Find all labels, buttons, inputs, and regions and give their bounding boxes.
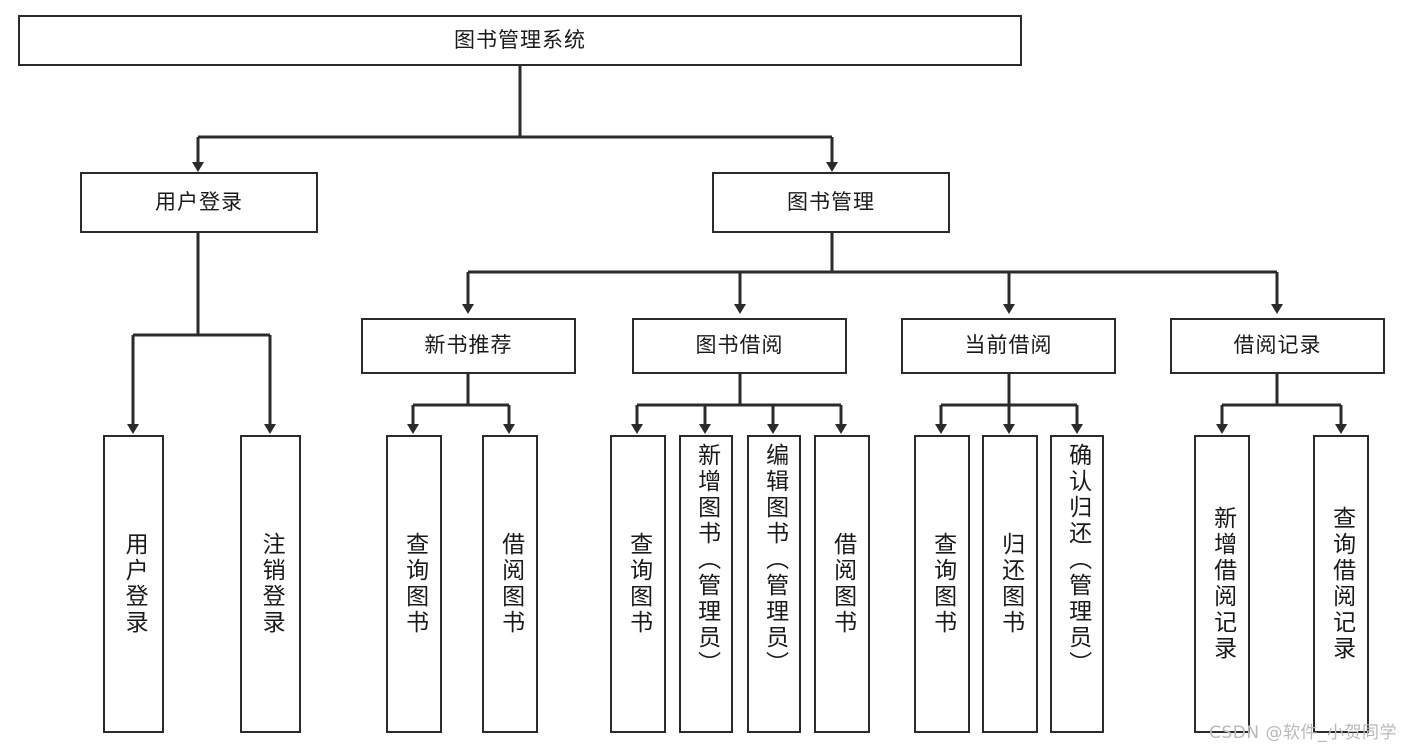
node-label: 新书推荐 [424, 333, 513, 358]
leaf-book-borrow-query-book[interactable]: 查询图书 [610, 435, 666, 733]
node-label: 查询图书 [929, 532, 956, 636]
node-label: 当前借阅 [964, 333, 1053, 358]
node-book-borrow[interactable]: 图书借阅 [632, 318, 847, 374]
node-book-management[interactable]: 图书管理 [712, 172, 950, 233]
node-label: 确认归还（管理员） [1064, 443, 1091, 677]
leaf-current-borrow-return-book[interactable]: 归还图书 [982, 435, 1038, 733]
leaf-book-borrow-borrow-book[interactable]: 借阅图书 [814, 435, 870, 733]
node-current-borrow[interactable]: 当前借阅 [901, 318, 1116, 374]
node-label: 编辑图书（管理员） [761, 443, 788, 677]
node-label: 借阅图书 [829, 532, 856, 636]
node-label: 用户登录 [155, 189, 243, 214]
node-user-login[interactable]: 用户登录 [80, 172, 318, 233]
node-label: 图书管理系统 [454, 27, 586, 52]
node-label: 查询图书 [625, 532, 652, 636]
leaf-book-borrow-add-book-admin[interactable]: 新增图书（管理员） [679, 435, 733, 733]
node-label: 图书管理 [787, 189, 875, 214]
node-label: 借阅图书 [497, 532, 524, 636]
node-label: 新增图书（管理员） [693, 443, 720, 677]
node-borrow-record[interactable]: 借阅记录 [1170, 318, 1385, 374]
leaf-new-book-borrow-book[interactable]: 借阅图书 [482, 435, 538, 733]
node-label: 新增借阅记录 [1209, 506, 1236, 662]
node-label: 查询图书 [401, 532, 428, 636]
node-root-book-management-system[interactable]: 图书管理系统 [18, 15, 1022, 66]
node-label: 注销登录 [258, 532, 285, 636]
leaf-current-borrow-query-book[interactable]: 查询图书 [914, 435, 970, 733]
leaf-user-login-login[interactable]: 用户登录 [103, 435, 164, 733]
leaf-borrow-record-add-record[interactable]: 新增借阅记录 [1194, 435, 1250, 733]
leaf-user-login-logout[interactable]: 注销登录 [240, 435, 301, 733]
node-label: 图书借阅 [695, 333, 784, 358]
leaf-new-book-query-book[interactable]: 查询图书 [386, 435, 442, 733]
node-new-book-recommend[interactable]: 新书推荐 [361, 318, 576, 374]
csdn-watermark: CSDN @软件_小贺同学 [1209, 723, 1397, 743]
node-label: 用户登录 [121, 532, 148, 636]
node-label: 借阅记录 [1233, 333, 1322, 358]
leaf-borrow-record-query-record[interactable]: 查询借阅记录 [1313, 435, 1369, 733]
leaf-book-borrow-edit-book-admin[interactable]: 编辑图书（管理员） [747, 435, 801, 733]
node-label: 归还图书 [997, 532, 1024, 636]
node-label: 查询借阅记录 [1328, 506, 1355, 662]
leaf-current-borrow-confirm-return-admin[interactable]: 确认归还（管理员） [1050, 435, 1104, 733]
